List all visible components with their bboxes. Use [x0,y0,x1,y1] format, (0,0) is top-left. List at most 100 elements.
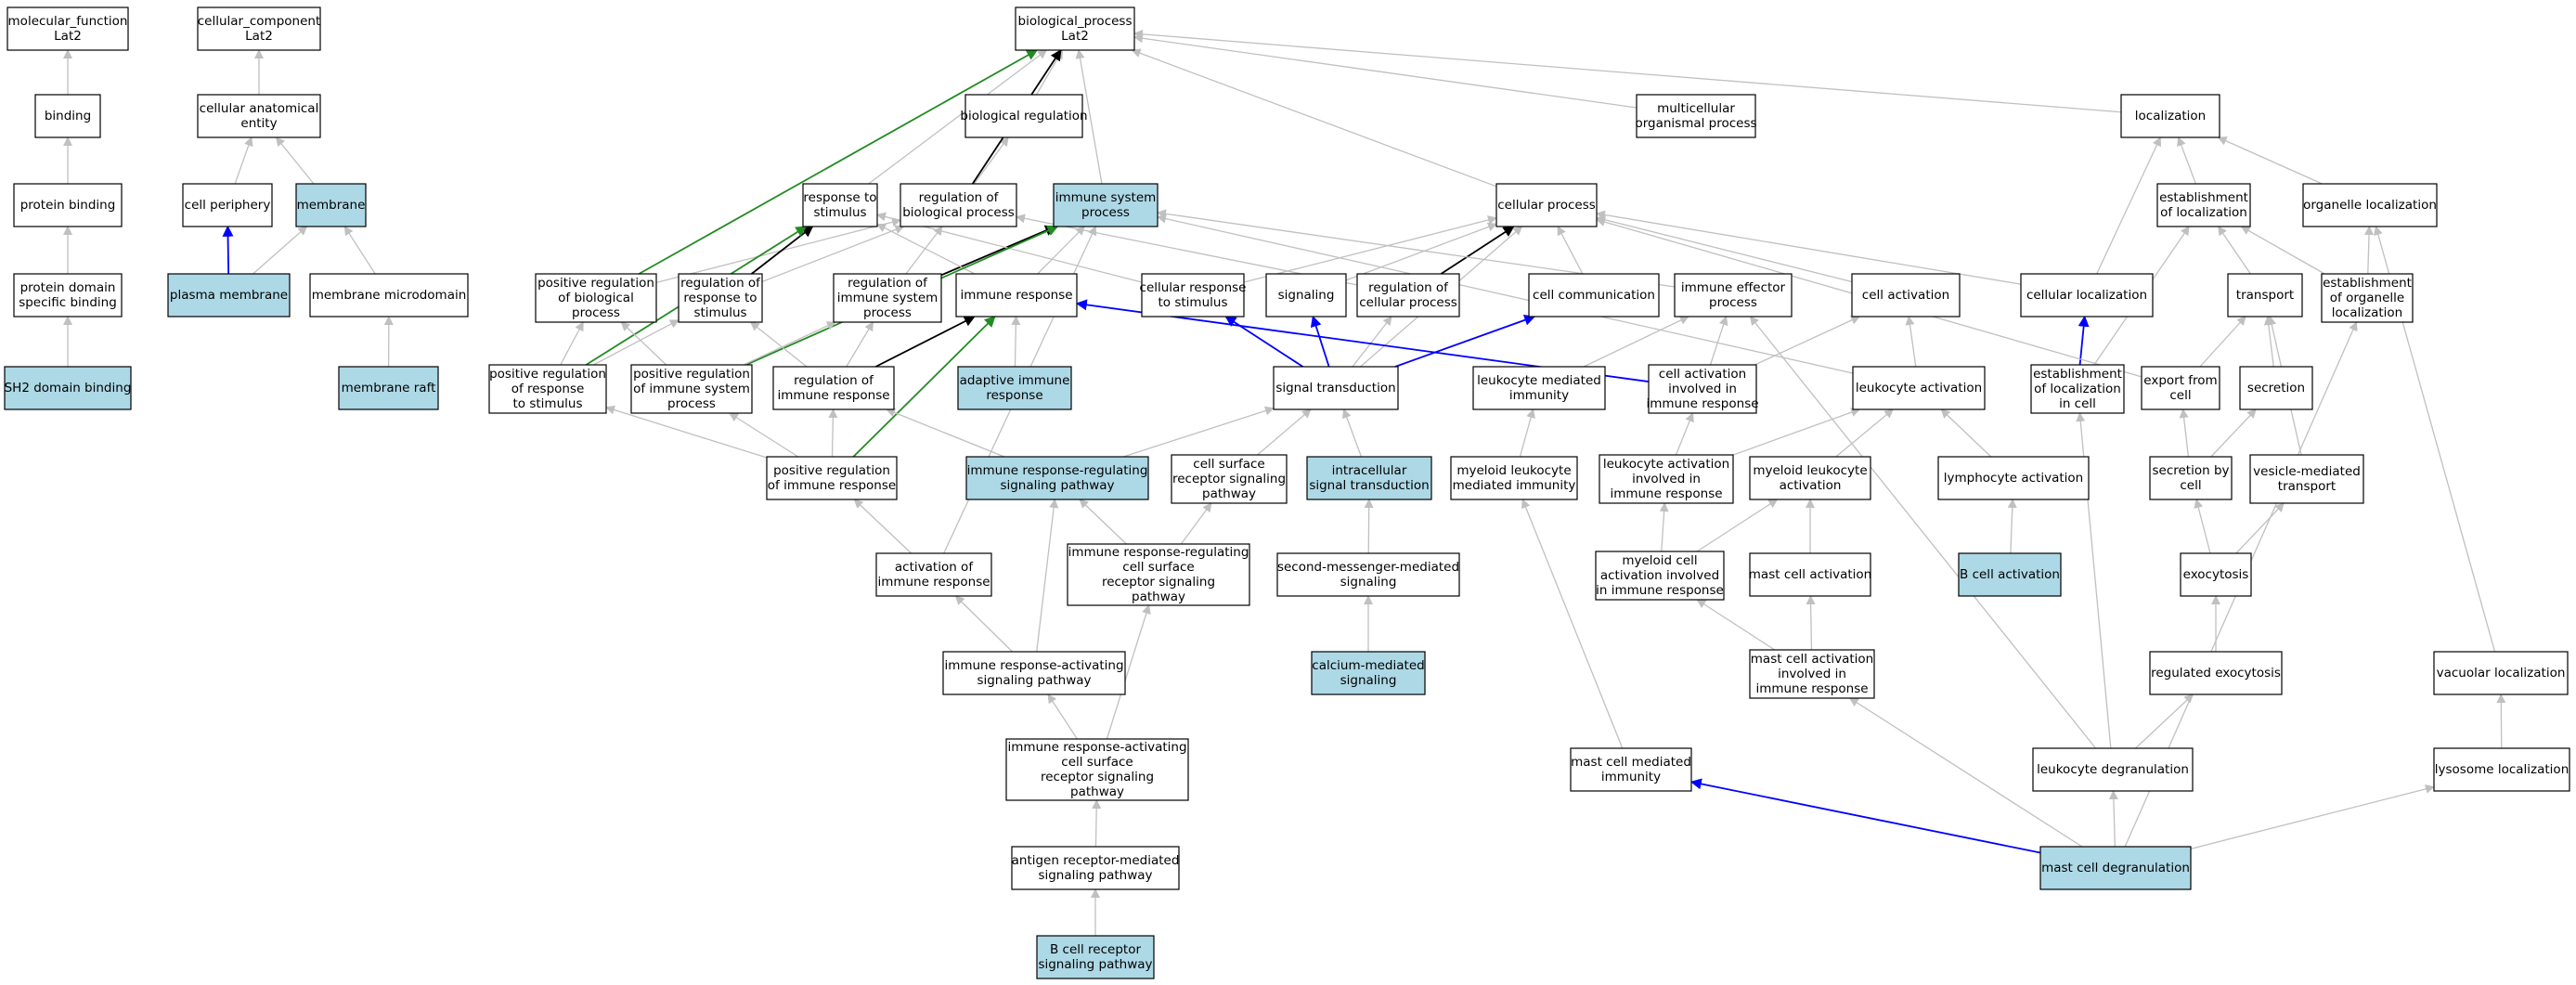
node-cellloc[interactable]: cellular localization [2020,273,2154,318]
node-plasma[interactable]: plasma membrane [167,273,291,318]
node-secretion[interactable]: secretion [2239,366,2313,410]
node-label: SH2 domain binding [5,381,132,395]
node-bcellact[interactable]: B cell activation [1958,552,2062,597]
node-leukact[interactable]: leukocyte activation [1852,366,1986,410]
node-sigtrans[interactable]: signal transduction [1273,366,1399,410]
node-exocytosis[interactable]: exocytosis [2180,552,2252,597]
node-label: of organelle [2330,291,2404,305]
node-label: mast cell activation [1749,567,1871,582]
node-label: multicellular [1657,101,1735,116]
node-transport[interactable]: transport [2227,273,2303,318]
node-signaling[interactable]: signaling [1265,273,1347,318]
node-label: second-messenger-mediated [1277,560,1459,575]
node-box [34,94,101,138]
node-label: cellular_component [198,14,320,29]
node-label: plasma membrane [170,288,288,303]
node-imresp[interactable]: immune response [955,273,1078,318]
node-bioreg[interactable]: biological regulation [960,94,1088,138]
node-mastdegran[interactable]: mast cell degranulation [2039,846,2192,890]
node-periph[interactable]: cell periphery [182,183,273,227]
edge-cellcomm-to-cellproc [1557,226,1584,275]
node-label: positive regulation [537,276,654,291]
node-box [1067,543,1250,606]
node-mastcellact[interactable]: mast cell activation [1749,552,1871,597]
node-raft[interactable]: membrane raft [338,366,439,410]
node-leukdegran[interactable]: leukocyte degranulation [2032,747,2194,792]
node-label: signal transduction [1275,381,1395,395]
edge-mastdegran-to-leukdegran [2108,790,2118,848]
edge-membrane-to-cae [275,136,315,185]
edge-lysoloc-to-vacloc [2496,693,2506,749]
node-lysoloc[interactable]: lysosome localization [2433,747,2570,792]
node-loc[interactable]: localization [2120,94,2220,138]
node-label: response to [683,291,757,305]
edge-leukmed-to-imeff [1583,316,1689,368]
node-memmicro[interactable]: membrane microdomain [309,273,469,318]
node-orgloc[interactable]: organelle localization [2302,183,2438,227]
node-cellact[interactable]: cell activation [1851,273,1961,318]
node-lymphact[interactable]: lymphocyte activation [1937,456,2090,500]
node-cellcomm[interactable]: cell communication [1528,273,1660,318]
node-box [1749,456,1871,500]
node-vacloc[interactable]: vacuolar localization [2433,651,2569,695]
node-protbind[interactable]: protein binding [13,183,123,227]
node-label: involved in [1632,472,1701,486]
node-box [2227,273,2303,318]
node-label: cell [2169,388,2191,403]
edge-irrcsrsp-to-irrsp [1079,499,1127,545]
node-cellproc[interactable]: cellular process [1495,183,1598,227]
node-membrane[interactable]: membrane [295,183,367,227]
node-box [942,651,1126,695]
edge-leukdegran-to-imeff [1749,316,2097,749]
node-binding[interactable]: binding [34,94,101,138]
node-sh2[interactable]: SH2 domain binding [4,366,132,410]
node-box [1005,738,1189,801]
node-regexo[interactable]: regulated exocytosis [2149,651,2283,695]
